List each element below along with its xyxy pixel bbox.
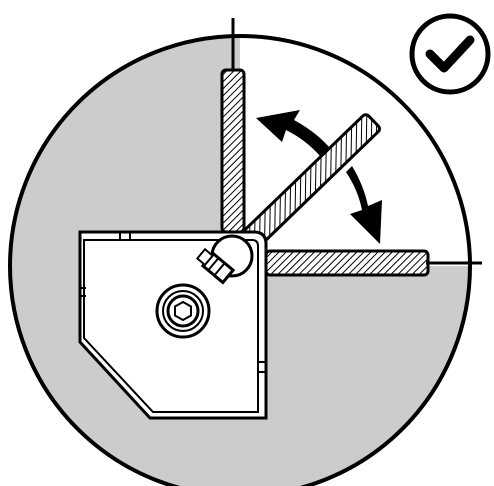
check-circle-icon [409,13,491,95]
mounting-hole [155,283,211,339]
rotation-arrow-upper [256,110,330,156]
pivot-bolt [195,234,254,285]
rotation-arrow-lower [346,166,382,244]
